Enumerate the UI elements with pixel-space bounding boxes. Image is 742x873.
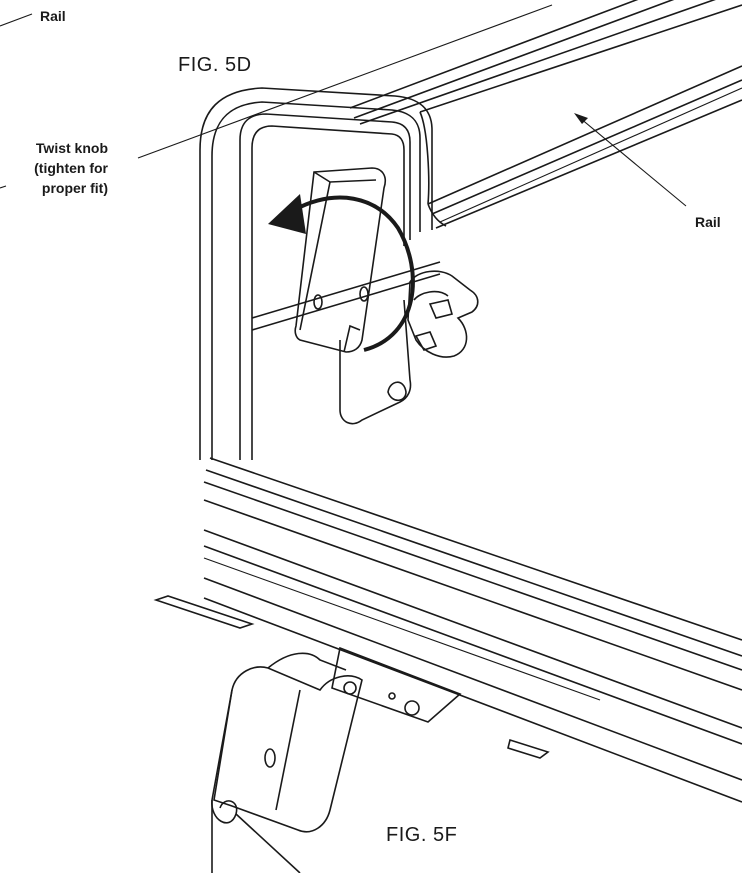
bracket-5f xyxy=(211,652,363,873)
rail-right-leader xyxy=(574,113,687,207)
twist-knob-label-line3: proper fit) xyxy=(41,180,108,196)
rail-label-right: Rail xyxy=(695,214,721,230)
rail-5d xyxy=(137,0,742,229)
twist-knob-label-line2: (tighten for xyxy=(34,160,108,176)
bracket-frame-5d xyxy=(199,87,441,460)
counterclockwise-arrow-icon xyxy=(268,194,415,352)
fig-5d-drawing xyxy=(0,0,742,460)
rail-top-left-leader xyxy=(0,13,33,27)
clamp-assembly xyxy=(294,167,479,425)
figure-5f-caption: FIG. 5F xyxy=(386,824,458,846)
rail-5f xyxy=(153,457,742,803)
figure-5d-caption: FIG. 5D xyxy=(178,54,252,76)
twist-knob-label: Twist knob (tighten for proper fit) xyxy=(0,138,108,198)
twist-knob-label-line1: Twist knob xyxy=(35,140,108,156)
twist-knob-leader xyxy=(0,185,7,189)
rail-label-top-left: Rail xyxy=(40,8,66,24)
